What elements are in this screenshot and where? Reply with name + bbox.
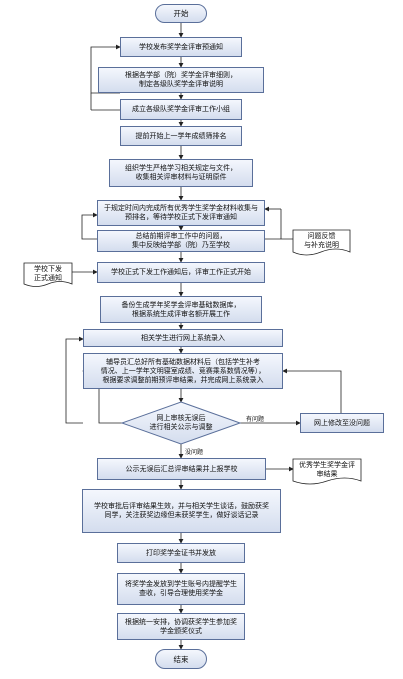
- label-has-problem: 有问题: [246, 416, 265, 423]
- step-ranking: 提前开始上一学年成绩筛排名: [120, 126, 242, 146]
- step-counselor: 辅导员汇总好所有基础数据材料后（包括学生补考 情况、上一学年文明寝室成绩、竞赛乘…: [83, 353, 283, 389]
- step-start-review: 学校正式下发工作通知后，评审工作正式开始: [97, 262, 265, 283]
- decision-text: 网上审核无误后 进行相关公示与调整: [149, 414, 213, 431]
- doc-formal-notice: 学校下发 正式通知: [34, 264, 62, 282]
- step-group: 成立各级队奖学金评审工作小组: [120, 99, 242, 120]
- step-notice-pre: 学校发布奖学金评审预通知: [120, 37, 242, 57]
- end-node: 结束: [155, 649, 207, 669]
- step-collect: 组织学生严格学习相关规定与文件， 收集相关评审材料与证明原件: [109, 159, 253, 187]
- step-approval: 学校审批后评审结果生效，并与相关学生谈话，鼓励获奖 同学，关注获奖边缘但未获奖学…: [82, 489, 281, 533]
- doc-feedback: 问题反馈 与补充说明: [304, 232, 339, 249]
- step-summary: 总结前期评审工作中的问题， 集中反映给学部（院）乃至学校: [97, 230, 265, 252]
- start-node: 开始: [155, 4, 207, 23]
- label-no-problem: 没问题: [185, 449, 204, 456]
- step-database: 备份生成学年奖学金评审基础数据库， 根据系统生成评审名额开展工作: [100, 296, 262, 323]
- step-online-entry: 相关学生进行网上系统录入: [83, 329, 283, 347]
- step-distribute: 将奖学金发放到学生账号内提醒学生 查收，引导合理使用奖学金: [117, 573, 245, 605]
- doc-result: 优秀学生奖学金评 审结果: [299, 461, 355, 478]
- step-rules: 根据各学部（院）奖学金评审细则， 制定各级队奖学金评审说明: [98, 67, 264, 93]
- step-fix-online: 网上修改至没问题: [300, 413, 384, 433]
- decision-diamond: [120, 401, 242, 445]
- step-publicize: 公示无误后汇总评审结果并上报学校: [97, 458, 266, 480]
- step-prerank: 于规定时间内完成所有优秀学生奖学金材料收集与 预排名，等待学校正式下发评审通知: [97, 200, 265, 226]
- step-ceremony: 根据统一安排，协调获奖学生参加奖 学金颁奖仪式: [117, 613, 245, 640]
- step-print-cert: 打印奖学金证书并发放: [117, 543, 245, 563]
